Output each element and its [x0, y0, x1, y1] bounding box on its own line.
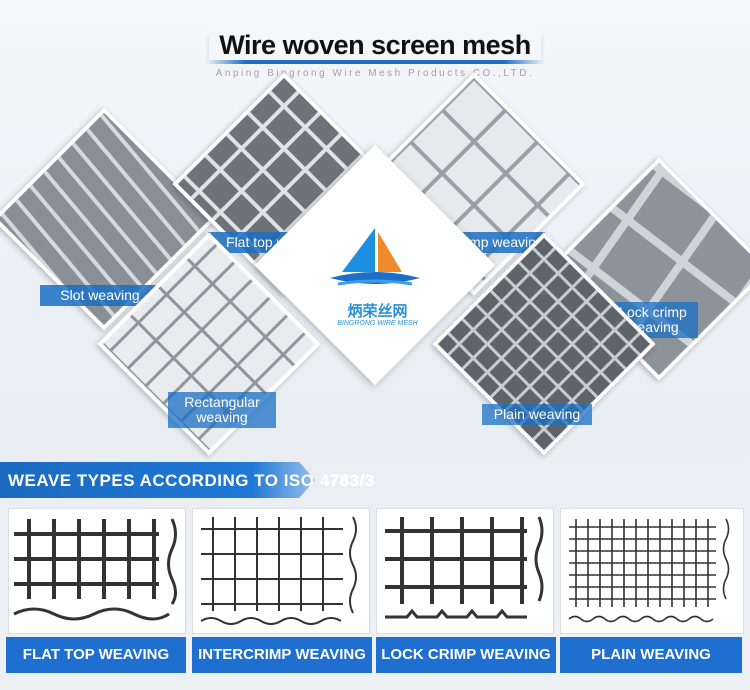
flat-top-diagram [8, 508, 186, 634]
page-title: Wire woven screen mesh [0, 30, 750, 61]
intercrimp-diagram [192, 508, 370, 634]
intercrimp-weaving-button: INTERCRIMP WEAVING [192, 637, 372, 673]
flat-top-weaving-button: FLAT TOP WEAVING [6, 637, 186, 673]
logo-english-name: BINGRONG WIRE MESH [337, 320, 418, 327]
boat-logo-icon [330, 228, 420, 286]
rectangular-label-text: Rectangular weaving [184, 394, 260, 425]
lock-crimp-diagram [376, 508, 554, 634]
company-subtitle: Anping Bingrong Wire Mesh Products CO.,L… [215, 68, 535, 79]
logo-chinese-name: 炳荣丝网 [347, 303, 408, 320]
iso-banner-text: WEAVE TYPES ACCORDING TO ISO 4783/3 [8, 471, 375, 490]
iso-banner [0, 462, 315, 498]
lock-crimp-weaving-button: LOCK CRIMP WEAVING [376, 637, 556, 673]
company-logo [320, 220, 430, 330]
plain-weaving-label: Plain weaving [482, 404, 592, 425]
plain-weaving-button: PLAIN WEAVING [560, 637, 742, 673]
intercrimp-weaving-image [362, 72, 586, 296]
rectangular-weaving-label: Rectangular weaving [168, 392, 276, 428]
slot-weaving-label: Slot weaving [40, 285, 160, 306]
plain-diagram [560, 508, 744, 634]
